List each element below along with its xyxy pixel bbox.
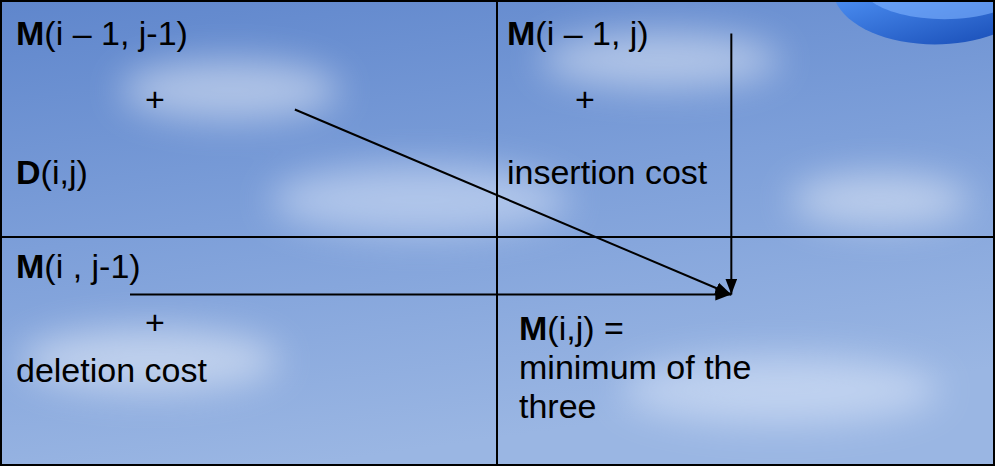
formula-text: D(i,j)	[16, 153, 88, 192]
formula-text: M(i , j-1)	[16, 247, 141, 286]
matrix-cell: M(i – 1, j-1) + D(i,j)	[0, 0, 497, 237]
arrow-connector	[295, 110, 731, 295]
formula-text: M(i – 1, j-1)	[16, 14, 188, 53]
cloud	[790, 174, 970, 226]
formula-text: M(i – 1, j)	[507, 14, 649, 53]
formula-text: +	[575, 80, 595, 119]
formula-text: insertion cost	[507, 153, 707, 192]
formula-text: M(i,j) = minimum of the three	[519, 309, 761, 426]
cloud	[120, 60, 340, 120]
logo-highlight	[870, 0, 995, 19]
matrix-cell: M(i , j-1)+ deletion cost	[0, 237, 497, 466]
grid-line	[496, 1, 498, 465]
matrix-cell: M(i,j) = minimum of the three	[497, 237, 995, 466]
arrow-connector	[730, 34, 732, 295]
formula-text: +	[145, 303, 165, 342]
arrow-connector	[130, 294, 731, 296]
formula-text: deletion cost	[16, 351, 207, 390]
matrix-cell: M(i – 1, j) + insertion cost	[497, 0, 995, 237]
formula-text: +	[145, 80, 165, 119]
logo-blob	[835, 0, 995, 44]
grid-line	[1, 236, 994, 238]
